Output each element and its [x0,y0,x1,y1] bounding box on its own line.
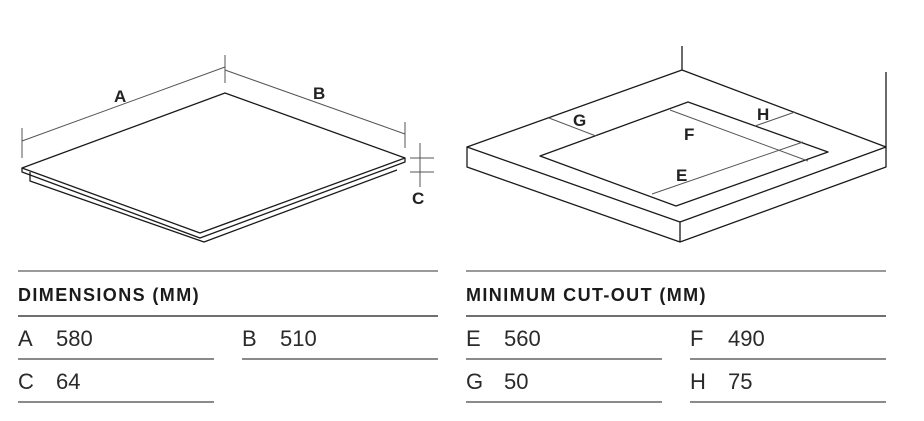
dimension-line-a [21,66,226,142]
label-a: A [114,87,126,106]
cutout-value: 50 [504,368,529,394]
cutout-value: 560 [504,325,541,351]
cutout-key: E [466,325,481,351]
cutout-row-f: F 490 [690,317,886,360]
label-e: E [676,166,687,185]
dimension-value: 64 [56,368,81,394]
cutout-title: MINIMUM CUT-OUT (MM) [466,285,707,305]
dimension-row-c: C 64 [18,360,214,403]
dimension-key: B [242,325,257,351]
dimension-row-a: A 580 [18,317,214,360]
dimension-line-h [754,111,796,127]
cutout-opening [539,101,829,207]
label-c: C [412,189,424,208]
dimension-value: 510 [280,325,317,351]
divider [18,270,438,272]
dimension-key: C [18,368,34,394]
divider [466,270,886,272]
hob-glass-edge [21,158,406,239]
hob-diagram [21,55,434,243]
dimension-value: 580 [56,325,93,351]
dimension-row-b: B 510 [242,317,438,360]
cutout-row-h: H 75 [690,360,886,403]
label-g: G [573,111,586,130]
dimension-line-b [224,69,406,135]
empty-cell [242,360,438,403]
divider [466,315,886,317]
label-h: H [757,105,769,124]
dimensions-title: DIMENSIONS (MM) [18,285,200,305]
dimensions-table: A 580 B 510 C 64 [18,317,438,403]
dimension-line-g [548,117,597,137]
cutout-table: E 560 F 490 G 50 H 75 [466,317,886,403]
cutout-row-g: G 50 [466,360,662,403]
cutout-diagram [466,46,887,243]
dimensions-section: DIMENSIONS (MM) A 580 B 510 C 64 [18,270,438,403]
cutout-value: 490 [728,325,765,351]
hob-base [29,169,398,243]
dimension-line-f [669,109,809,162]
label-b: B [313,84,325,103]
cutout-key: F [690,325,704,351]
label-f: F [684,125,694,144]
cutout-key: H [690,368,706,394]
cutout-value: 75 [728,368,753,394]
dimension-key: A [18,325,33,351]
dimension-line-e [651,141,804,195]
cutout-section: MINIMUM CUT-OUT (MM) E 560 F 490 G 50 H … [466,270,886,403]
cutout-row-e: E 560 [466,317,662,360]
divider [18,315,438,317]
cutout-key: G [466,368,484,394]
